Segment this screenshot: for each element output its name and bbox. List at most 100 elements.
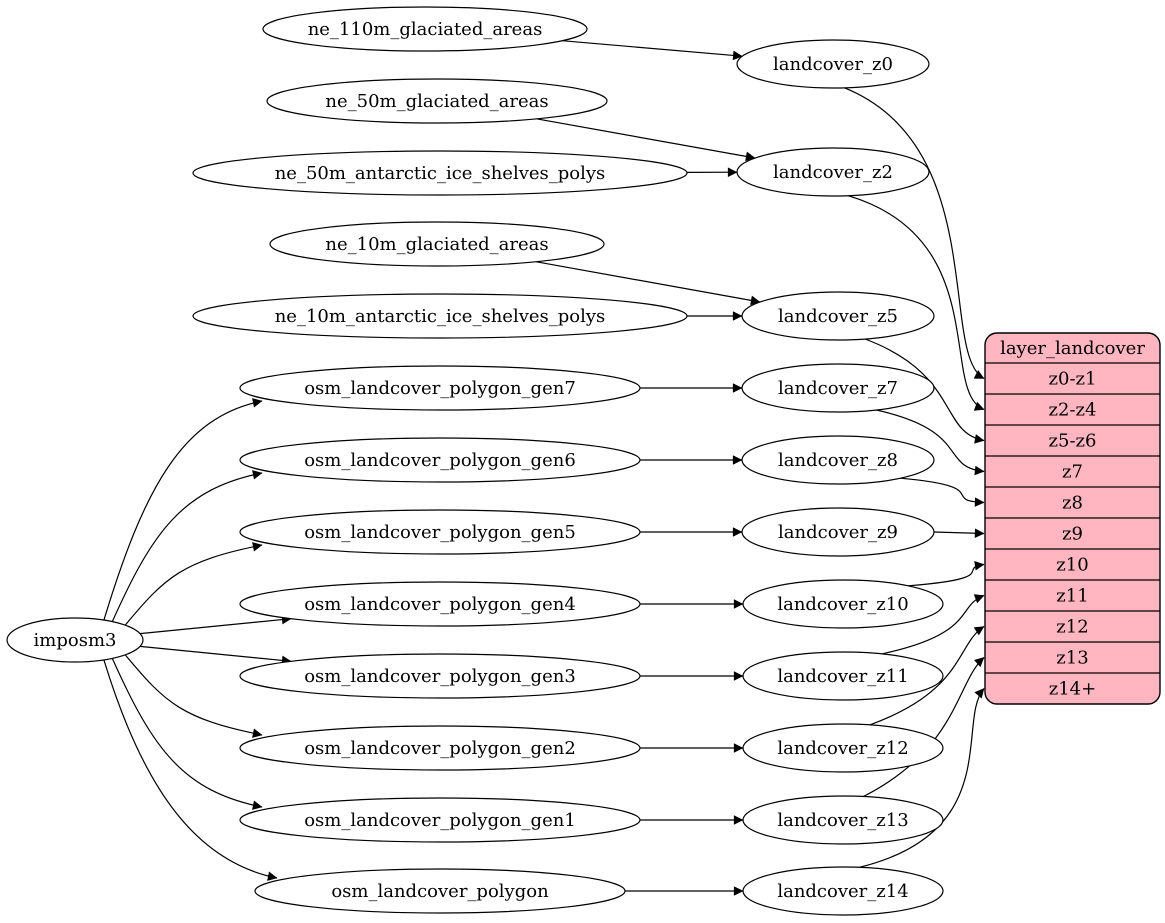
node-ellipse (736, 39, 930, 89)
node-landcover_z8: landcover_z8 (741, 435, 935, 485)
node-ellipse (192, 150, 688, 196)
node-label: ne_10m_antarctic_ice_shelves_polys (275, 306, 606, 327)
table-row-label: z10 (1056, 555, 1088, 576)
edge-landcover_z14-to-row-10 (859, 688, 985, 868)
node-ellipse (736, 147, 930, 197)
node-ne_10m_antarctic_ice_shelves_polys: ne_10m_antarctic_ice_shelves_polys (192, 293, 688, 339)
table-row-label: z13 (1056, 648, 1088, 669)
node-osm_landcover_polygon_gen6: osm_landcover_polygon_gen6 (239, 437, 641, 483)
node-label: landcover_z9 (778, 522, 898, 543)
table-row-label: z2-z4 (1049, 400, 1097, 421)
node-ellipse (266, 78, 608, 124)
node-label: osm_landcover_polygon_gen5 (304, 522, 576, 543)
table-row-label: z5-z6 (1049, 431, 1097, 452)
table-title: layer_landcover (1000, 338, 1145, 359)
node-osm_landcover_polygon_gen7: osm_landcover_polygon_gen7 (239, 365, 641, 411)
node-ellipse (742, 866, 944, 916)
node-label: landcover_z13 (777, 810, 908, 831)
node-ellipse (239, 581, 641, 627)
table-layer-landcover: layer_landcover z0-z1 z2-z4 z5-z6 z7 z8 z9 z10 z… (984, 332, 1161, 705)
edge-landcover_z8-to-row-4 (900, 477, 985, 507)
edge-imposm3-to-osm_landcover_polygon_gen1 (111, 658, 263, 810)
nodes: ne_110m_glaciated_areas ne_50m_glaciated_… (6, 6, 944, 916)
node-imposm3: imposm3 (6, 617, 144, 663)
node-label: ne_50m_antarctic_ice_shelves_polys (275, 163, 606, 184)
node-landcover_z2: landcover_z2 (736, 147, 930, 197)
node-ellipse (742, 723, 944, 773)
node-ellipse (239, 509, 641, 555)
node-ellipse (239, 365, 641, 411)
node-landcover_z0: landcover_z0 (736, 39, 930, 89)
edge-landcover_z0-to-row-0 (844, 87, 985, 380)
node-label: osm_landcover_polygon_gen6 (304, 450, 576, 471)
edge-imposm3-to-osm_landcover_polygon_gen7 (103, 398, 263, 621)
node-ellipse (262, 6, 588, 52)
node-label: ne_50m_glaciated_areas (325, 91, 548, 112)
table-row-label: z12 (1056, 617, 1088, 638)
edge-landcover_z2-to-row-1 (847, 195, 985, 411)
table-row-label: z9 (1062, 524, 1083, 545)
node-osm_landcover_polygon: osm_landcover_polygon (254, 868, 626, 914)
edge-imposm3-to-osm_landcover_polygon (103, 659, 278, 881)
node-ne_50m_glaciated_areas: ne_50m_glaciated_areas (266, 78, 608, 124)
node-landcover_z13: landcover_z13 (742, 795, 944, 845)
node-label: landcover_z11 (777, 666, 908, 687)
node-landcover_z12: landcover_z12 (742, 723, 944, 773)
node-label: imposm3 (34, 630, 117, 651)
node-label: ne_10m_glaciated_areas (325, 234, 548, 255)
node-label: osm_landcover_polygon_gen3 (304, 666, 576, 687)
node-ellipse (239, 437, 641, 483)
node-label: landcover_z0 (773, 54, 893, 75)
node-label: landcover_z2 (773, 162, 893, 183)
node-ellipse (741, 363, 935, 413)
edge-landcover_z7-to-row-3 (876, 409, 985, 476)
node-ellipse (742, 651, 944, 701)
edge-landcover_z9-to-row-5 (933, 528, 985, 539)
node-ellipse (192, 293, 688, 339)
node-landcover_z5: landcover_z5 (741, 291, 935, 341)
node-label: osm_landcover_polygon (331, 881, 549, 902)
table-row-label: z8 (1062, 493, 1083, 514)
node-ne_110m_glaciated_areas: ne_110m_glaciated_areas (262, 6, 588, 52)
node-label: landcover_z10 (777, 594, 908, 615)
node-label: osm_landcover_polygon_gen7 (304, 378, 576, 399)
node-label: landcover_z7 (778, 378, 898, 399)
node-osm_landcover_polygon_gen5: osm_landcover_polygon_gen5 (239, 509, 641, 555)
node-ne_50m_antarctic_ice_shelves_polys: ne_50m_antarctic_ice_shelves_polys (192, 150, 688, 196)
node-ellipse (269, 221, 605, 267)
node-ellipse (239, 653, 641, 699)
node-label: osm_landcover_polygon_gen1 (304, 810, 576, 831)
edge-imposm3-to-osm_landcover_polygon_gen6 (111, 470, 263, 622)
table-row-label: z7 (1062, 462, 1083, 483)
edge-landcover_z12-to-row-8 (869, 625, 985, 726)
table-row-label: z11 (1056, 586, 1088, 607)
node-ellipse (239, 725, 641, 771)
node-landcover_z10: landcover_z10 (742, 579, 944, 629)
node-ne_10m_glaciated_areas: ne_10m_glaciated_areas (269, 221, 605, 267)
node-ellipse (239, 797, 641, 843)
edge-imposm3-to-osm_landcover_polygon_gen5 (124, 542, 263, 626)
node-label: landcover_z12 (777, 738, 908, 759)
node-landcover_z7: landcover_z7 (741, 363, 935, 413)
table-row-label: z14+ (1049, 679, 1096, 700)
node-label: landcover_z8 (778, 450, 898, 471)
edge-landcover_z10-to-row-6 (908, 560, 985, 587)
edge-ne_10m_glaciated_areas-to-landcover_z5 (535, 261, 761, 306)
edge-landcover_z11-to-row-7 (881, 594, 985, 655)
node-ellipse (741, 507, 935, 557)
node-osm_landcover_polygon_gen1: osm_landcover_polygon_gen1 (239, 797, 641, 843)
node-ellipse (6, 617, 144, 663)
node-ellipse (741, 435, 935, 485)
node-label: landcover_z14 (777, 881, 908, 902)
edge-imposm3-to-osm_landcover_polygon_gen3 (139, 645, 292, 666)
table-row-label: z0-z1 (1049, 369, 1097, 390)
node-label: osm_landcover_polygon_gen2 (304, 738, 576, 759)
node-ellipse (742, 795, 944, 845)
node-landcover_z14: landcover_z14 (742, 866, 944, 916)
edges (103, 40, 985, 896)
node-ellipse (254, 868, 626, 914)
edge-landcover_z5-to-row-2 (864, 338, 985, 444)
edge-imposm3-to-osm_landcover_polygon_gen2 (124, 654, 263, 738)
node-label: osm_landcover_polygon_gen4 (304, 594, 576, 615)
